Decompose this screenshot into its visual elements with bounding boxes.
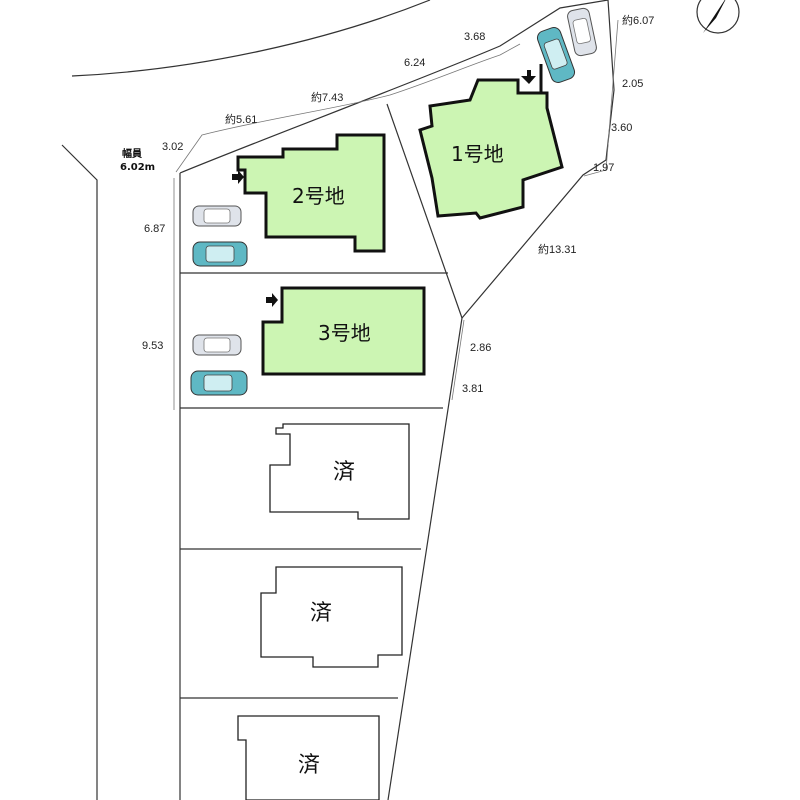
lot-2-label: 2号地 — [292, 184, 345, 208]
dim-3-02: 3.02 — [162, 141, 183, 153]
dim-1-97: 1.97 — [593, 162, 614, 174]
dim-6-07: 約6.07 — [622, 13, 654, 27]
lot-3: 3号地 — [261, 286, 426, 376]
dim-7-43: 約7.43 — [311, 90, 343, 104]
sold-label-3: 済 — [298, 753, 320, 778]
road-edge-top — [71, 0, 431, 77]
dim-3-60: 3.60 — [611, 122, 632, 134]
lot-3-label: 3号地 — [318, 321, 371, 345]
lot-1: 1号地 — [418, 78, 564, 220]
dimension-line-top — [175, 43, 521, 173]
car-icon — [192, 205, 242, 227]
dim-3-68: 3.68 — [464, 31, 485, 43]
dim-5-61: 約5.61 — [225, 112, 257, 126]
dim-6-24: 6.24 — [404, 57, 425, 69]
sold-label-1: 済 — [333, 460, 355, 485]
road-edge-left — [61, 144, 98, 800]
lot-2: 2号地 — [236, 133, 386, 253]
car-icon — [192, 241, 248, 267]
dim-2-05: 2.05 — [622, 78, 643, 90]
car-icon — [536, 26, 576, 84]
house-lot-2 — [236, 133, 386, 253]
dimension-line-lower-right — [451, 319, 465, 401]
car-icon — [192, 334, 242, 356]
house-lot-3 — [261, 286, 426, 376]
road-width-value: 6.02m — [120, 162, 155, 173]
house-lot-1 — [418, 78, 564, 220]
dim-9-53: 9.53 — [142, 340, 163, 352]
sold-label-2: 済 — [310, 601, 332, 626]
lot-divider-1-2 — [386, 103, 463, 319]
sold-lot-2: 済 — [260, 566, 403, 668]
north-arrow-icon — [696, 0, 740, 34]
car-icon — [190, 370, 248, 396]
sold-house-2 — [260, 566, 403, 668]
dim-2-86: 2.86 — [470, 342, 491, 354]
dim-13-31: 約13.31 — [538, 242, 577, 256]
sold-house-1 — [269, 423, 410, 520]
sold-house-3 — [237, 715, 380, 800]
sold-lot-1: 済 — [269, 423, 410, 520]
dim-6-87: 6.87 — [144, 223, 165, 235]
dim-3-81: 3.81 — [462, 383, 483, 395]
dimension-line-right — [583, 19, 619, 177]
car-icon — [567, 7, 597, 57]
site-boundary — [179, 0, 615, 800]
sold-lot-3: 済 — [237, 715, 380, 800]
road-width-label: 幅員 — [122, 147, 142, 160]
lot-1-label: 1号地 — [451, 142, 504, 166]
entrance-arrow-icon — [232, 64, 543, 307]
